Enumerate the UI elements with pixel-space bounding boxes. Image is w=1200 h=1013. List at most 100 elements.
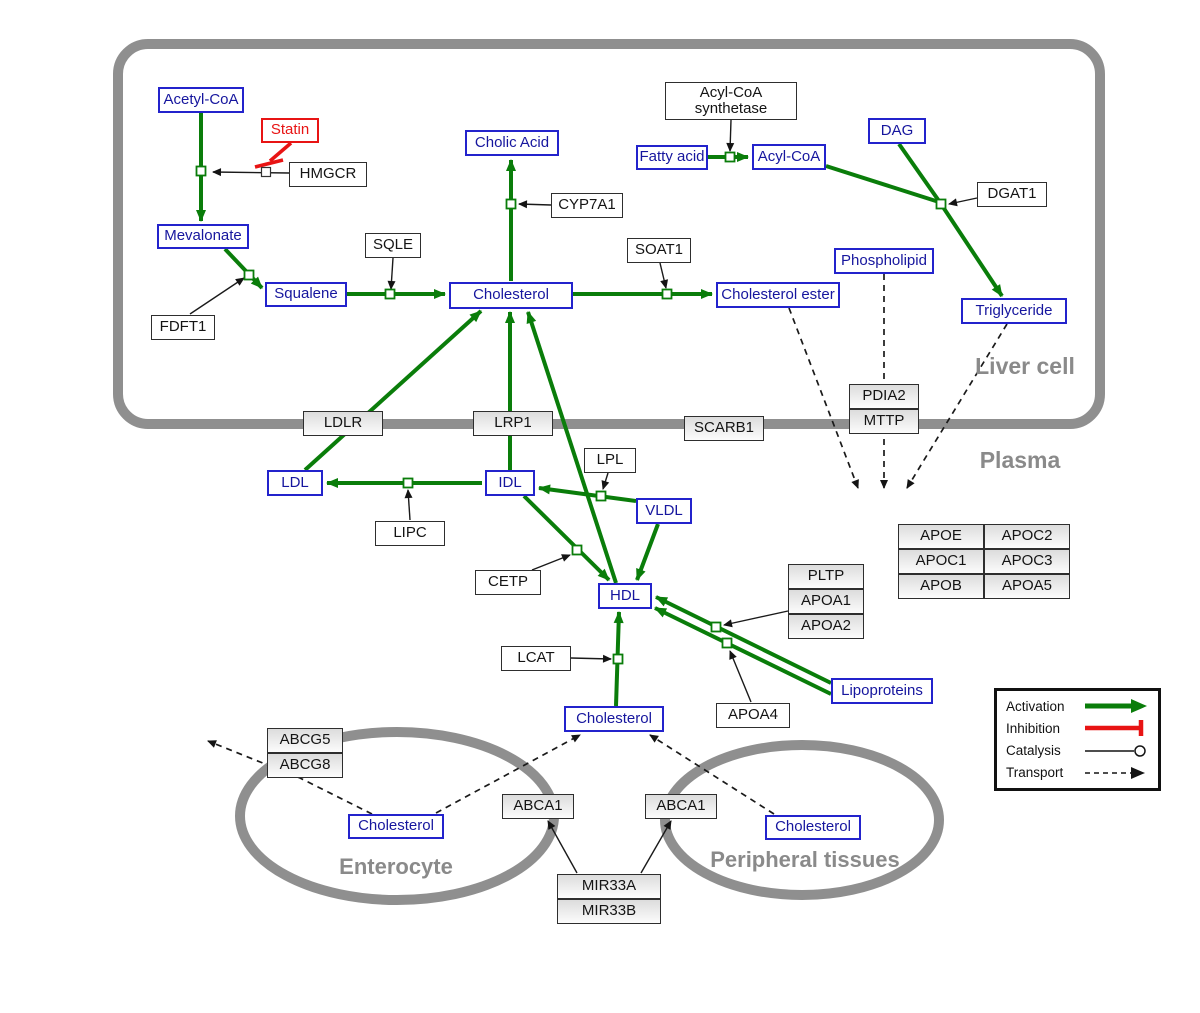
node-ldl[interactable]: LDL [267, 470, 323, 496]
activation-symbol-icon [1085, 699, 1147, 714]
edge-activation [223, 247, 264, 290]
legend-item-transport: Transport [1006, 764, 1149, 782]
node-fatty-acid[interactable]: Fatty acid [636, 144, 708, 170]
edge-transport [435, 734, 581, 814]
node-apoc1[interactable]: APOC1 [898, 548, 984, 574]
node-acyl-coa-synthetase[interactable]: Acyl-CoA synthetase [665, 82, 797, 120]
edge-anchor [595, 490, 607, 502]
node-cholesterol-plasma[interactable]: Cholesterol [564, 706, 664, 732]
inhibition-tbar [254, 158, 284, 169]
node-hmgcr[interactable]: HMGCR [289, 161, 367, 187]
node-fdft1[interactable]: FDFT1 [151, 314, 215, 340]
compartment-label-plasma: Plasma [979, 447, 1061, 473]
node-cyp7a1[interactable]: CYP7A1 [551, 192, 623, 218]
edge-activation [635, 523, 660, 581]
edge-catalysis [640, 820, 672, 874]
node-phospholipid[interactable]: Phospholipid [834, 248, 934, 274]
node-acyl-coa[interactable]: Acyl-CoA [752, 144, 826, 170]
edge-catalysis [404, 489, 413, 521]
node-cholesterol-peripheral[interactable]: Cholesterol [765, 814, 861, 840]
edge-activation [538, 484, 637, 503]
node-cholesterol-enterocyte[interactable]: Cholesterol [348, 813, 444, 839]
node-mir33a[interactable]: MIR33A [557, 873, 661, 899]
node-triglyceride[interactable]: Triglyceride [961, 298, 1067, 324]
edge-anchor [571, 544, 583, 556]
node-lcat[interactable]: LCAT [501, 645, 571, 671]
edge-transport [649, 734, 775, 815]
edge-anchor [612, 653, 624, 665]
node-statin[interactable]: Statin [261, 117, 319, 143]
node-mir33b[interactable]: MIR33B [557, 898, 661, 924]
legend-label: Transport [1006, 765, 1064, 781]
node-vldl[interactable]: VLDL [636, 498, 692, 524]
node-cholesterol-liver[interactable]: Cholesterol [449, 281, 573, 309]
node-apoc3[interactable]: APOC3 [984, 548, 1070, 574]
node-acetyl-coa[interactable]: Acetyl-CoA [158, 87, 244, 113]
peripheral-tissues-membrane [660, 740, 944, 900]
edge-anchor [935, 198, 947, 210]
compartment-label-enterocyte: Enterocyte [339, 854, 453, 879]
edge-catalysis [547, 820, 578, 874]
edge-activation [655, 595, 832, 685]
edge-transport [788, 307, 859, 489]
edge-anchor [402, 477, 414, 489]
legend-label: Inhibition [1006, 720, 1061, 736]
node-apoa1[interactable]: APOA1 [788, 588, 864, 614]
edge-catalysis [729, 650, 752, 703]
node-dag[interactable]: DAG [868, 118, 926, 144]
legend-item-catalysis: Catalysis [1006, 742, 1149, 760]
node-lipoproteins[interactable]: Lipoproteins [831, 678, 933, 704]
node-lpl[interactable]: LPL [584, 447, 636, 473]
node-apoa4[interactable]: APOA4 [716, 702, 790, 728]
node-sqle[interactable]: SQLE [365, 232, 421, 258]
edge-activation [825, 164, 940, 204]
edge-anchor [724, 151, 736, 163]
inhibition-symbol-icon [1085, 720, 1144, 737]
node-idl[interactable]: IDL [485, 470, 535, 496]
node-abcg8[interactable]: ABCG8 [267, 752, 343, 778]
compartment-label-peripheral-tissues: Peripheral tissues [710, 847, 900, 872]
node-lipc[interactable]: LIPC [375, 520, 445, 546]
node-apob[interactable]: APOB [898, 573, 984, 599]
node-abcg5[interactable]: ABCG5 [267, 727, 343, 753]
node-apoa5[interactable]: APOA5 [984, 573, 1070, 599]
node-apoe[interactable]: APOE [898, 523, 984, 549]
node-lrp1[interactable]: LRP1 [473, 410, 553, 436]
transport-symbol-icon [1085, 766, 1145, 779]
edge-catalysis [726, 119, 735, 152]
node-mevalonate[interactable]: Mevalonate [157, 223, 249, 249]
node-pltp[interactable]: PLTP [788, 563, 864, 589]
edge-activation [654, 606, 832, 696]
edge-catalysis [723, 610, 789, 628]
edge-activation [941, 205, 1004, 298]
node-apoc2[interactable]: APOC2 [984, 523, 1070, 549]
node-soat1[interactable]: SOAT1 [627, 237, 691, 263]
legend-item-inhibition: Inhibition [1006, 719, 1149, 737]
liver-cell-membrane [113, 39, 1105, 429]
node-ldlr[interactable]: LDLR [303, 410, 383, 436]
node-cholesterol-ester[interactable]: Cholesterol ester [716, 282, 840, 308]
edge-catalysis [387, 257, 396, 290]
node-hdl[interactable]: HDL [598, 583, 652, 609]
legend-label: Activation [1006, 698, 1065, 714]
node-abca1-right[interactable]: ABCA1 [645, 793, 717, 819]
node-pdia2[interactable]: PDIA2 [849, 383, 919, 409]
edge-activation [526, 311, 618, 584]
edge-anchor [710, 621, 722, 633]
node-cetp[interactable]: CETP [475, 569, 541, 595]
node-mttp[interactable]: MTTP [849, 408, 919, 434]
edge-anchor [505, 198, 517, 210]
edge-activation [303, 309, 483, 472]
node-abca1-left[interactable]: ABCA1 [502, 793, 574, 819]
node-squalene[interactable]: Squalene [265, 281, 347, 307]
node-dgat1[interactable]: DGAT1 [977, 181, 1047, 207]
edge-anchor [195, 165, 207, 177]
node-scarb1[interactable]: SCARB1 [684, 415, 764, 441]
node-apoa2[interactable]: APOA2 [788, 613, 864, 639]
edge-anchor [384, 288, 396, 300]
node-cholic-acid[interactable]: Cholic Acid [465, 130, 559, 156]
edge-catalysis [570, 654, 612, 663]
